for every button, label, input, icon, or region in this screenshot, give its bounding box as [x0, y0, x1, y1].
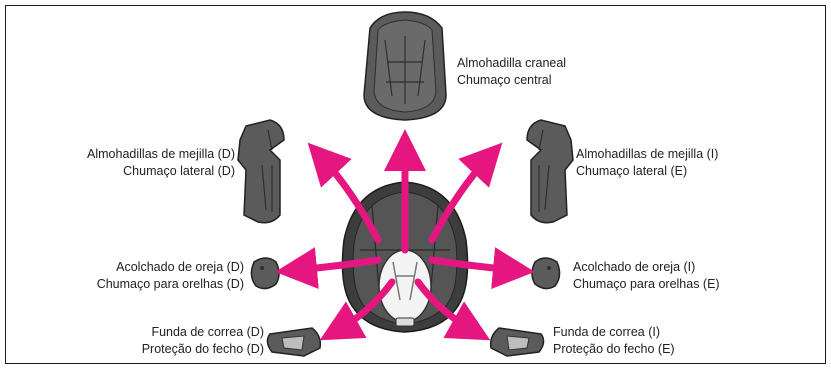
cheek-pad-left-label: Almohadillas de mejilla (I) Chumaço late…	[576, 146, 718, 180]
cheek-pad-icon	[527, 120, 573, 223]
strap-cover-icon	[267, 328, 320, 356]
strap-cover-left-label: Funda de correa (I) Proteção do fecho (E…	[553, 324, 675, 358]
cheek-pad-right-label: Almohadillas de mejilla (D) Chumaço late…	[87, 146, 235, 180]
ear-pad-icon	[251, 258, 279, 289]
ear-pad-icon	[532, 258, 560, 289]
strap-cover-icon	[491, 328, 544, 356]
ear-pad-left-label: Acolchado de oreja (I) Chumaço para orel…	[573, 259, 720, 293]
crown-pad-icon	[364, 12, 446, 120]
crown-pad-label: Almohadilla craneal Chumaço central	[457, 55, 566, 89]
cheek-pad-icon	[238, 120, 284, 223]
strap-cover-right-label: Funda de correa (D) Proteção do fecho (D…	[142, 324, 264, 358]
ear-pad-right-label: Acolchado de oreja (D) Chumaço para orel…	[97, 259, 244, 293]
